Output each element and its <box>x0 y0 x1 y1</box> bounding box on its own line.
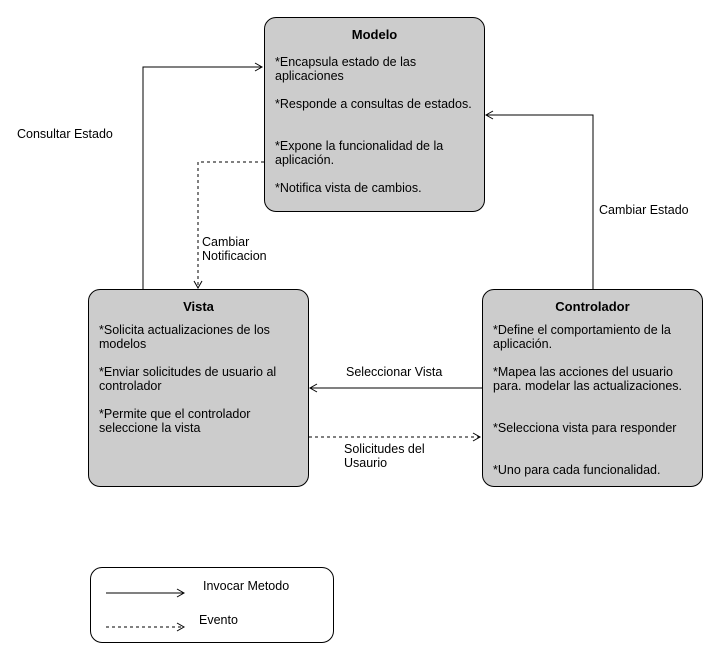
label-cambiar-notificacion: Cambiar Notificacion <box>202 235 267 263</box>
modelo-item: *Expone la funcionalidad de la aplicació… <box>275 139 444 167</box>
legend-evento: Evento <box>199 613 238 627</box>
edge-cambiar-notificacion <box>193 161 264 290</box>
vista-title: Vista <box>183 299 214 314</box>
legend-invocar-metodo: Invocar Metodo <box>203 579 290 593</box>
controlador-item: *Selecciona vista para responder <box>493 421 677 435</box>
controlador-title: Controlador <box>555 299 630 314</box>
legend-box: Invocar Metodo Evento <box>90 567 334 643</box>
vista-box: Vista *Solicita actualizaciones de los m… <box>88 289 309 487</box>
legend-lines <box>106 588 186 632</box>
label-solicitudes-usuario: Solicitudes del Usaurio <box>344 442 425 470</box>
label-seleccionar-vista: Seleccionar Vista <box>346 365 443 379</box>
controlador-box: Controlador *Define el comportamiento de… <box>482 289 703 487</box>
modelo-box: Modelo *Encapsula estado de las aplicaci… <box>264 17 485 212</box>
modelo-item: *Responde a consultas de estados. <box>275 97 472 111</box>
label-consultar-estado: Consultar Estado <box>17 127 113 141</box>
edge-consultar-estado <box>142 62 264 289</box>
controlador-item: *Define el comportamiento de la aplicaci… <box>493 323 671 351</box>
modelo-item: *Notifica vista de cambios. <box>275 181 422 195</box>
controlador-item: *Uno para cada funcionalidad. <box>493 463 661 477</box>
modelo-item: *Encapsula estado de las aplicaciones <box>275 55 417 83</box>
vista-item: *Permite que el controlador seleccione l… <box>99 407 251 435</box>
vista-item: *Solicita actualizaciones de los modelos <box>99 323 270 351</box>
label-cambiar-estado: Cambiar Estado <box>599 203 689 217</box>
controlador-item: *Mapea las acciones del usuario para. mo… <box>493 365 682 393</box>
modelo-title: Modelo <box>351 27 398 42</box>
edge-cambiar-estado <box>484 110 594 289</box>
vista-item: *Enviar solicitudes de usuario al contro… <box>99 365 277 393</box>
